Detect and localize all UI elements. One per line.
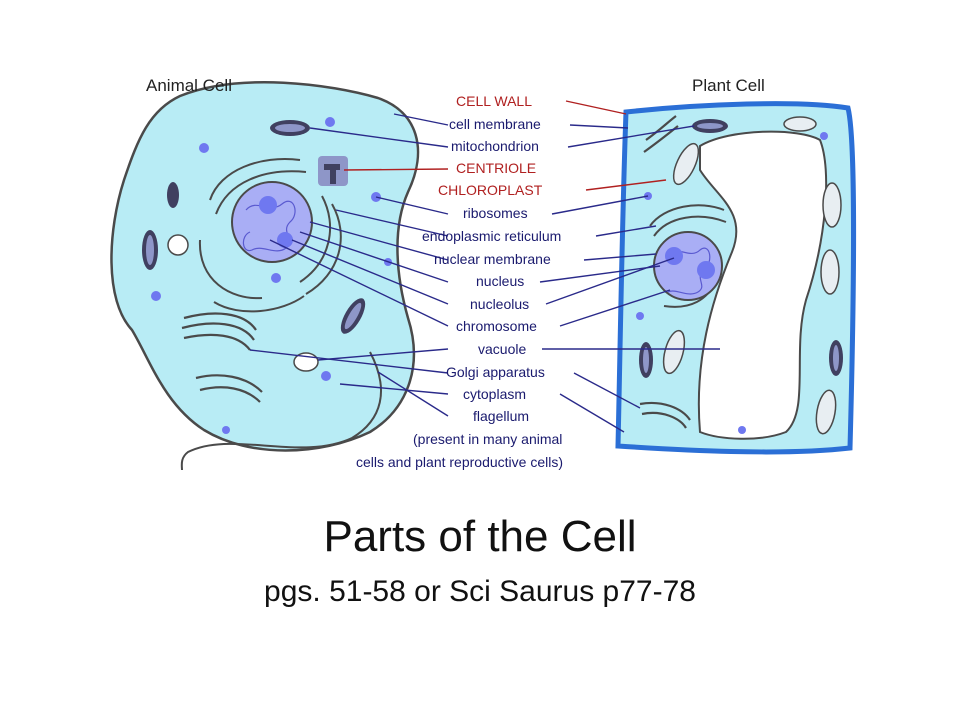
leader-lines-left bbox=[249, 113, 449, 417]
animal-mitochondria bbox=[142, 120, 366, 334]
label-cytoplasm: cytoplasm bbox=[463, 386, 527, 402]
animal-golgi bbox=[181, 312, 263, 403]
label-chromosome: chromosome bbox=[456, 318, 537, 334]
plant-cell bbox=[615, 101, 856, 455]
label-flagellum-note-2: cells and plant reproductive cells) bbox=[356, 454, 563, 470]
plant-nucleolus bbox=[665, 247, 683, 265]
plant-golgi bbox=[639, 115, 691, 429]
animal-cell bbox=[110, 81, 420, 471]
label-endoplasmic-reticulum: endoplasmic reticulum bbox=[422, 228, 562, 244]
label-cell-membrane: cell membrane bbox=[449, 116, 541, 132]
animal-cell-heading: Animal Cell bbox=[146, 76, 232, 95]
label-nuclear-membrane: nuclear membrane bbox=[434, 251, 551, 267]
label-centriole: CENTRIOLE bbox=[456, 160, 537, 176]
slide-title: Parts of the Cell bbox=[323, 512, 637, 561]
label-vacuole: vacuole bbox=[478, 341, 527, 357]
plant-central-vacuole bbox=[697, 130, 828, 440]
animal-ribosomes bbox=[151, 117, 392, 434]
leader-lines-left-red bbox=[343, 168, 449, 171]
plant-cell-heading: Plant Cell bbox=[692, 76, 765, 95]
label-cell-wall: CELL WALL bbox=[456, 93, 532, 109]
animal-centriole bbox=[318, 156, 348, 186]
animal-nucleolus-2 bbox=[277, 232, 293, 248]
animal-nucleolus bbox=[259, 196, 277, 214]
label-flagellum-note-1: (present in many animal bbox=[413, 431, 563, 447]
cell-diagram bbox=[110, 81, 856, 471]
label-nucleus: nucleus bbox=[476, 273, 525, 289]
animal-flagellum bbox=[180, 351, 382, 471]
plant-chloroplasts bbox=[662, 116, 842, 435]
label-nucleolus: nucleolus bbox=[470, 296, 530, 312]
label-flagellum: flagellum bbox=[473, 408, 530, 424]
leader-lines-right bbox=[539, 124, 720, 433]
slide-subtitle: pgs. 51-58 or Sci Saurus p77-78 bbox=[264, 575, 696, 608]
label-ribosomes: ribosomes bbox=[463, 205, 528, 221]
label-mitochondrion: mitochondrion bbox=[451, 138, 539, 154]
label-chloroplast: CHLOROPLAST bbox=[438, 182, 543, 198]
animal-vacuole bbox=[167, 234, 189, 256]
plant-nucleolus-2 bbox=[697, 261, 715, 279]
animal-er bbox=[198, 158, 342, 313]
label-golgi-apparatus: Golgi apparatus bbox=[446, 364, 545, 380]
leader-lines-right-red bbox=[565, 100, 667, 191]
plant-mitochondria bbox=[639, 119, 843, 378]
animal-cell-body bbox=[110, 81, 420, 452]
